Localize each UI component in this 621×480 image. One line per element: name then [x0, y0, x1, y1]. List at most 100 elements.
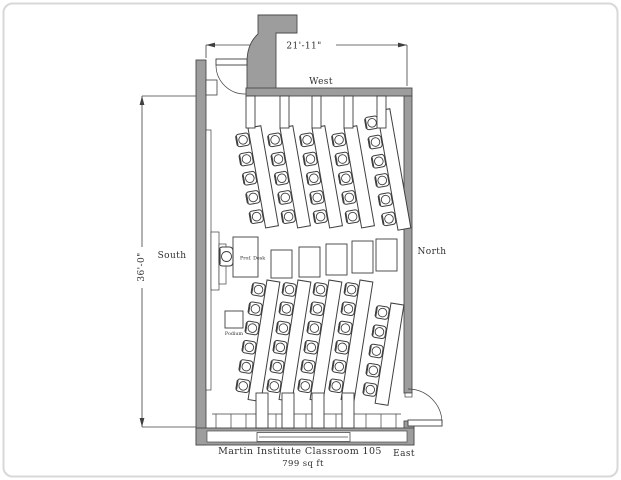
wall-table-stub: [376, 95, 387, 129]
wall-table-stub: [255, 392, 269, 429]
student-chair: [235, 132, 251, 148]
table-column: [299, 125, 344, 229]
student-chair: [312, 209, 328, 224]
student-table: [247, 279, 281, 403]
rear-door-swing-arc: [407, 388, 443, 424]
student-chair: [312, 282, 328, 297]
table-column: [267, 125, 312, 229]
student-chair: [250, 282, 266, 297]
student-chair: [368, 343, 384, 359]
student-seating: [212, 95, 412, 429]
student-chair: [281, 282, 297, 297]
student-chair: [235, 378, 251, 394]
student-chair: [367, 134, 383, 150]
student-chair: [362, 382, 378, 397]
student-chair: [337, 170, 354, 186]
student-chair: [280, 209, 296, 224]
student-chair: [303, 340, 319, 355]
student-chair: [272, 340, 288, 355]
student-chair: [343, 282, 359, 297]
plan-area: 799 sq ft: [282, 459, 324, 469]
dimension-arrows: [139, 42, 407, 427]
entry-door-swing-arc: [215, 64, 247, 95]
student-chair: [297, 378, 313, 394]
student-chair: [334, 151, 350, 167]
wall-table-stub: [343, 95, 354, 129]
student-chair: [331, 359, 347, 374]
wall-table-stub: [279, 95, 290, 129]
middle-table: [298, 246, 321, 278]
student-chair: [305, 170, 322, 186]
student-chair: [248, 209, 264, 224]
student-chair: [238, 359, 254, 374]
student-chair: [341, 190, 357, 205]
student-chair: [300, 359, 316, 374]
podium-label: Podium: [225, 331, 244, 337]
student-chair: [374, 305, 390, 320]
student-chair: [377, 192, 393, 207]
student-chair: [328, 378, 344, 394]
student-chair: [374, 173, 390, 188]
prof-chair: [218, 246, 234, 267]
student-chair: [309, 190, 325, 205]
entry-door-leaf: [215, 58, 248, 66]
wall-table-stub: [341, 392, 355, 429]
student-chair: [370, 153, 387, 169]
table-column: [297, 279, 343, 403]
student-chair: [267, 132, 283, 148]
dimension-height-label: 36'-0": [137, 252, 147, 281]
middle-table: [270, 249, 293, 279]
table-column: [266, 279, 312, 403]
student-chair: [331, 132, 347, 148]
prof-desk-label: Prof. Desk: [240, 256, 265, 262]
student-chair: [302, 151, 318, 167]
student-chair: [277, 190, 293, 205]
compass-west: West: [309, 77, 333, 87]
middle-table: [375, 238, 398, 272]
student-chair: [340, 301, 356, 317]
student-chair: [270, 151, 286, 167]
student-chair: [278, 301, 294, 317]
wall-table-stub: [245, 95, 256, 129]
rear-door-jamb: [404, 392, 413, 398]
south-wall: [195, 59, 207, 446]
vestibule-wall: [246, 14, 298, 95]
student-chair: [371, 324, 387, 340]
north-wall: [403, 95, 413, 394]
student-chair: [244, 320, 260, 336]
prof-desk: [232, 236, 259, 278]
entry-door: [205, 58, 248, 96]
wall-table-stub: [281, 392, 295, 429]
middle-table: [325, 243, 348, 276]
table-column: [328, 279, 374, 403]
student-chair: [241, 340, 257, 355]
wall-table-stub: [311, 95, 322, 129]
student-chair: [245, 190, 261, 205]
compass-east: East: [393, 449, 415, 459]
plan-title: Martin Institute Classroom 105: [218, 446, 382, 457]
student-chair: [306, 320, 322, 336]
student-chair: [364, 115, 380, 131]
student-chair: [337, 320, 353, 336]
dimension-width-label: 21'-11": [286, 42, 321, 52]
student-chair: [238, 151, 254, 167]
smart-board: [210, 231, 220, 291]
table-column: [235, 279, 281, 403]
student-chair: [266, 378, 282, 394]
wall-table-stub: [311, 392, 325, 429]
table-column: [364, 108, 412, 231]
rear-door: [404, 388, 443, 427]
compass-north: North: [417, 247, 446, 257]
student-chair: [275, 320, 291, 336]
student-chair: [269, 359, 285, 374]
student-chair: [309, 301, 325, 317]
student-chair: [247, 301, 263, 317]
compass-south: South: [158, 251, 187, 261]
student-chair: [344, 209, 360, 224]
student-chair: [273, 170, 290, 186]
student-chair: [241, 170, 258, 186]
entry-door-jamb: [205, 79, 218, 96]
